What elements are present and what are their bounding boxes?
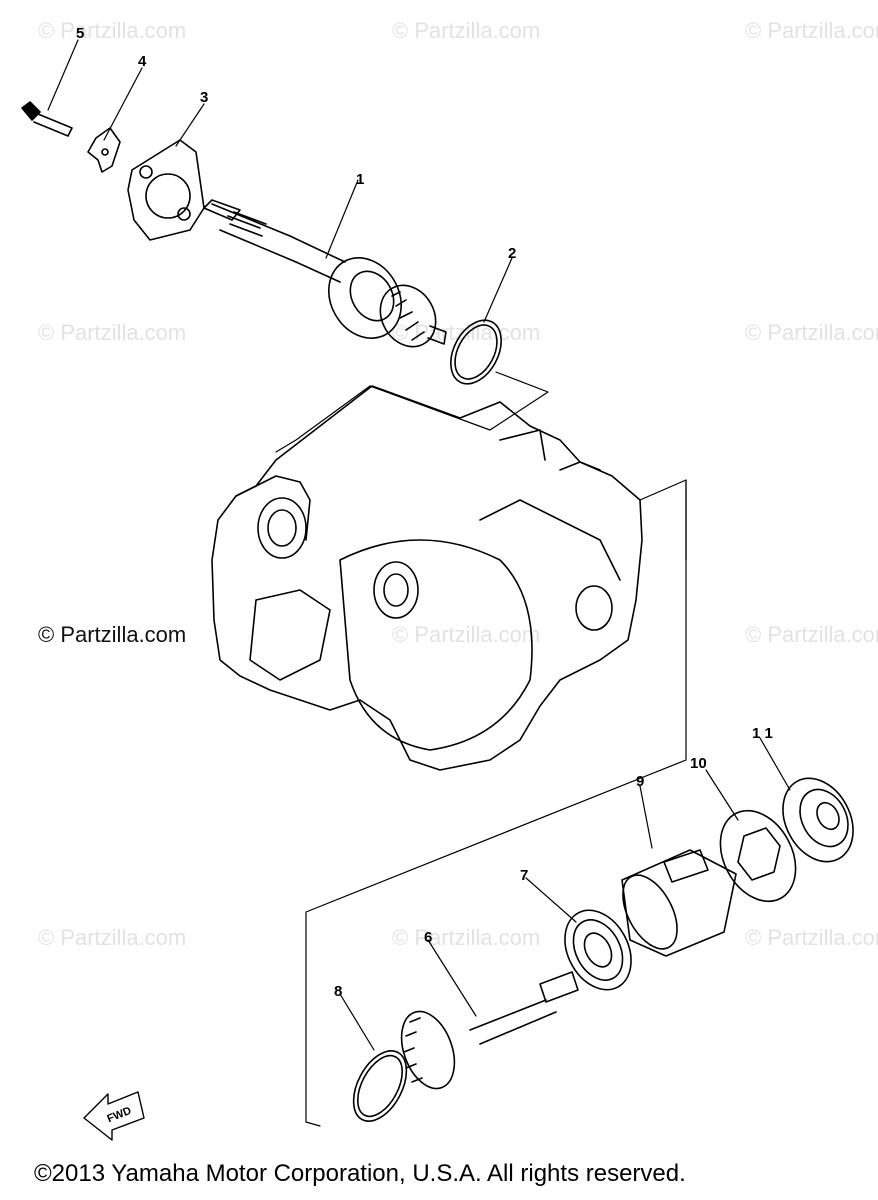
watermark: © Partzilla.com — [745, 18, 878, 43]
watermark: © Partzilla.com — [38, 320, 187, 345]
callout-3: 3 — [200, 89, 208, 106]
callout-2: 2 — [508, 245, 516, 262]
watermark: © Partzilla.com — [392, 320, 541, 345]
part-1-shaft — [203, 199, 447, 348]
watermark: © Partzilla.com — [745, 622, 878, 647]
part-6-shaft — [400, 971, 579, 1090]
callout-6: 6 — [424, 929, 432, 946]
callout-9: 9 — [636, 773, 644, 790]
part-2-oring — [450, 319, 502, 385]
part-8-oring — [352, 1050, 408, 1122]
watermark: © Partzilla.com — [38, 925, 187, 950]
crankcase — [211, 385, 643, 771]
fwd-arrow-icon — [83, 1091, 145, 1141]
callout-8: 8 — [334, 983, 342, 1000]
watermark: © Partzilla.com — [745, 320, 878, 345]
callout-4: 4 — [138, 53, 147, 70]
watermark: © Partzilla.com — [38, 18, 187, 43]
watermark: © Partzilla.com — [392, 622, 541, 647]
watermark: © Partzilla.com — [392, 925, 541, 950]
part-4-bracket — [87, 127, 121, 173]
callout-5: 5 — [76, 25, 84, 42]
part-5-bolt — [21, 101, 73, 137]
part-11-seal — [782, 777, 854, 863]
fwd-label: FWD — [105, 1105, 133, 1126]
callout-7: 7 — [520, 867, 528, 884]
callout-10: 10 — [690, 755, 707, 772]
watermark: © Partzilla.com — [392, 18, 541, 43]
part-7-bearing — [564, 909, 632, 991]
part-9-collar — [621, 849, 737, 957]
part-3-plate — [127, 139, 205, 241]
callout-11: 1 1 — [752, 725, 773, 742]
part-10-nut — [719, 809, 797, 903]
watermark-highlighted: © Partzilla.com — [38, 622, 187, 647]
callout-1: 1 — [356, 171, 364, 188]
watermark: © Partzilla.com — [745, 925, 878, 950]
copyright-text: ©2013 Yamaha Motor Corporation, U.S.A. A… — [34, 1160, 686, 1187]
